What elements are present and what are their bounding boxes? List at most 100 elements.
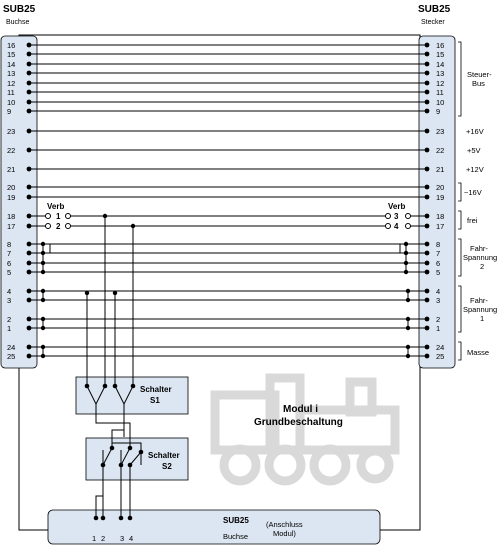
pin-label-left: 15 <box>7 50 15 59</box>
module-title-1: Modul i <box>283 404 318 415</box>
verb-right-3: 3 <box>394 212 399 221</box>
pin-label-right: 22 <box>436 146 444 155</box>
label-frei: frei <box>467 216 478 225</box>
pin-label-left: 12 <box>7 79 15 88</box>
pin-dot <box>424 70 430 76</box>
pin-label-left: 11 <box>7 88 15 97</box>
pin-label-left: 16 <box>7 41 15 50</box>
pin-dot <box>424 166 430 172</box>
label-p12v: +12V <box>466 165 484 174</box>
pin-dot <box>26 42 32 48</box>
bottom-pin-1: 1 <box>92 534 96 543</box>
label-p5v: +5V <box>467 146 481 155</box>
left-connector-title: SUB25 <box>3 4 36 15</box>
label-fahr1-3: 1 <box>480 314 484 323</box>
label-fahr2-1: Fahr- <box>470 244 488 253</box>
verb-left-label: Verb <box>47 202 64 211</box>
pin-label-right: 13 <box>436 69 444 78</box>
pin-label-right: 16 <box>436 41 444 50</box>
pin-dot <box>424 213 430 219</box>
pin-dot <box>424 99 430 105</box>
switch-s2-label-1: Schalter <box>148 451 180 460</box>
pin-label-left: 2 <box>7 315 11 324</box>
pin-dot <box>26 80 32 86</box>
pin-dot <box>424 42 430 48</box>
pin-dot <box>26 147 32 153</box>
label-fahr2-2: Spannung <box>463 253 497 262</box>
label-fahr1-1: Fahr- <box>470 296 488 305</box>
pin-dot <box>424 325 430 331</box>
pin-label-right: 18 <box>436 212 444 221</box>
pin-label-left: 25 <box>7 352 15 361</box>
pin-label-left: 20 <box>7 183 15 192</box>
pin-label-right: 4 <box>436 287 440 296</box>
switch-s1-box <box>75 376 189 415</box>
switch-s2-label-2: S2 <box>162 462 172 471</box>
pin-label-left: 14 <box>7 60 15 69</box>
pin-dot <box>26 223 32 229</box>
pin-label-left: 21 <box>7 165 15 174</box>
verb-left-2: 2 <box>56 222 61 231</box>
pin-dot <box>424 147 430 153</box>
pin-label-right: 8 <box>436 240 440 249</box>
pin-dot <box>26 269 32 275</box>
pin-label-left: 1 <box>7 324 11 333</box>
verb-left-1: 1 <box>56 212 61 221</box>
pin-label-left: 24 <box>7 343 15 352</box>
pin-label-left: 5 <box>7 268 11 277</box>
pin-label-left: 19 <box>7 193 15 202</box>
verb-right-4: 4 <box>394 222 399 231</box>
pin-dot <box>26 213 32 219</box>
pin-dot <box>424 353 430 359</box>
pin-dot <box>424 250 430 256</box>
pin-label-left: 6 <box>7 259 11 268</box>
pin-label-right: 24 <box>436 343 444 352</box>
pin-dot <box>26 108 32 114</box>
label-fahr2-3: 2 <box>480 262 484 271</box>
pin-dot <box>26 89 32 95</box>
pin-dot <box>424 128 430 134</box>
pin-dot <box>26 297 32 303</box>
bottom-connector-subtitle: Buchse <box>223 532 248 541</box>
pin-dot <box>424 316 430 322</box>
pin-dot <box>424 108 430 114</box>
pin-label-right: 25 <box>436 352 444 361</box>
locomotive-watermark-icon <box>210 373 400 486</box>
pin-dot <box>26 194 32 200</box>
pin-dot <box>26 316 32 322</box>
pin-dot <box>26 241 32 247</box>
left-connector-subtitle: Buchse <box>6 19 29 26</box>
pin-dot <box>424 51 430 57</box>
pin-dot <box>26 61 32 67</box>
pin-dot <box>424 194 430 200</box>
pin-label-left: 7 <box>7 249 11 258</box>
pin-label-right: 19 <box>436 193 444 202</box>
pin-dot <box>26 260 32 266</box>
pin-dot <box>26 128 32 134</box>
pin-dot <box>26 288 32 294</box>
module-title-2: Grundbeschaltung <box>254 417 343 428</box>
pin-dot <box>26 166 32 172</box>
pin-label-right: 11 <box>436 88 444 97</box>
pin-dot <box>424 80 430 86</box>
bottom-connector-note-1: (Anschluss <box>266 520 303 529</box>
pin-dot <box>26 353 32 359</box>
label-steuer-1: Steuer- <box>467 70 492 79</box>
pin-label-right: 23 <box>436 127 444 136</box>
left-connector-body <box>0 35 38 369</box>
pin-label-left: 9 <box>7 107 11 116</box>
bottom-pin-2: 2 <box>101 534 105 543</box>
pin-label-right: 12 <box>436 79 444 88</box>
pin-label-left: 3 <box>7 296 11 305</box>
verb-right-label: Verb <box>388 202 405 211</box>
pin-label-right: 15 <box>436 50 444 59</box>
pin-dot <box>424 288 430 294</box>
pin-dot <box>424 184 430 190</box>
label-steuer-2: Bus <box>472 79 485 88</box>
pin-dot <box>26 344 32 350</box>
bottom-connector-note-2: Modul) <box>273 529 296 538</box>
pin-label-left: 10 <box>7 98 15 107</box>
pin-label-right: 5 <box>436 268 440 277</box>
